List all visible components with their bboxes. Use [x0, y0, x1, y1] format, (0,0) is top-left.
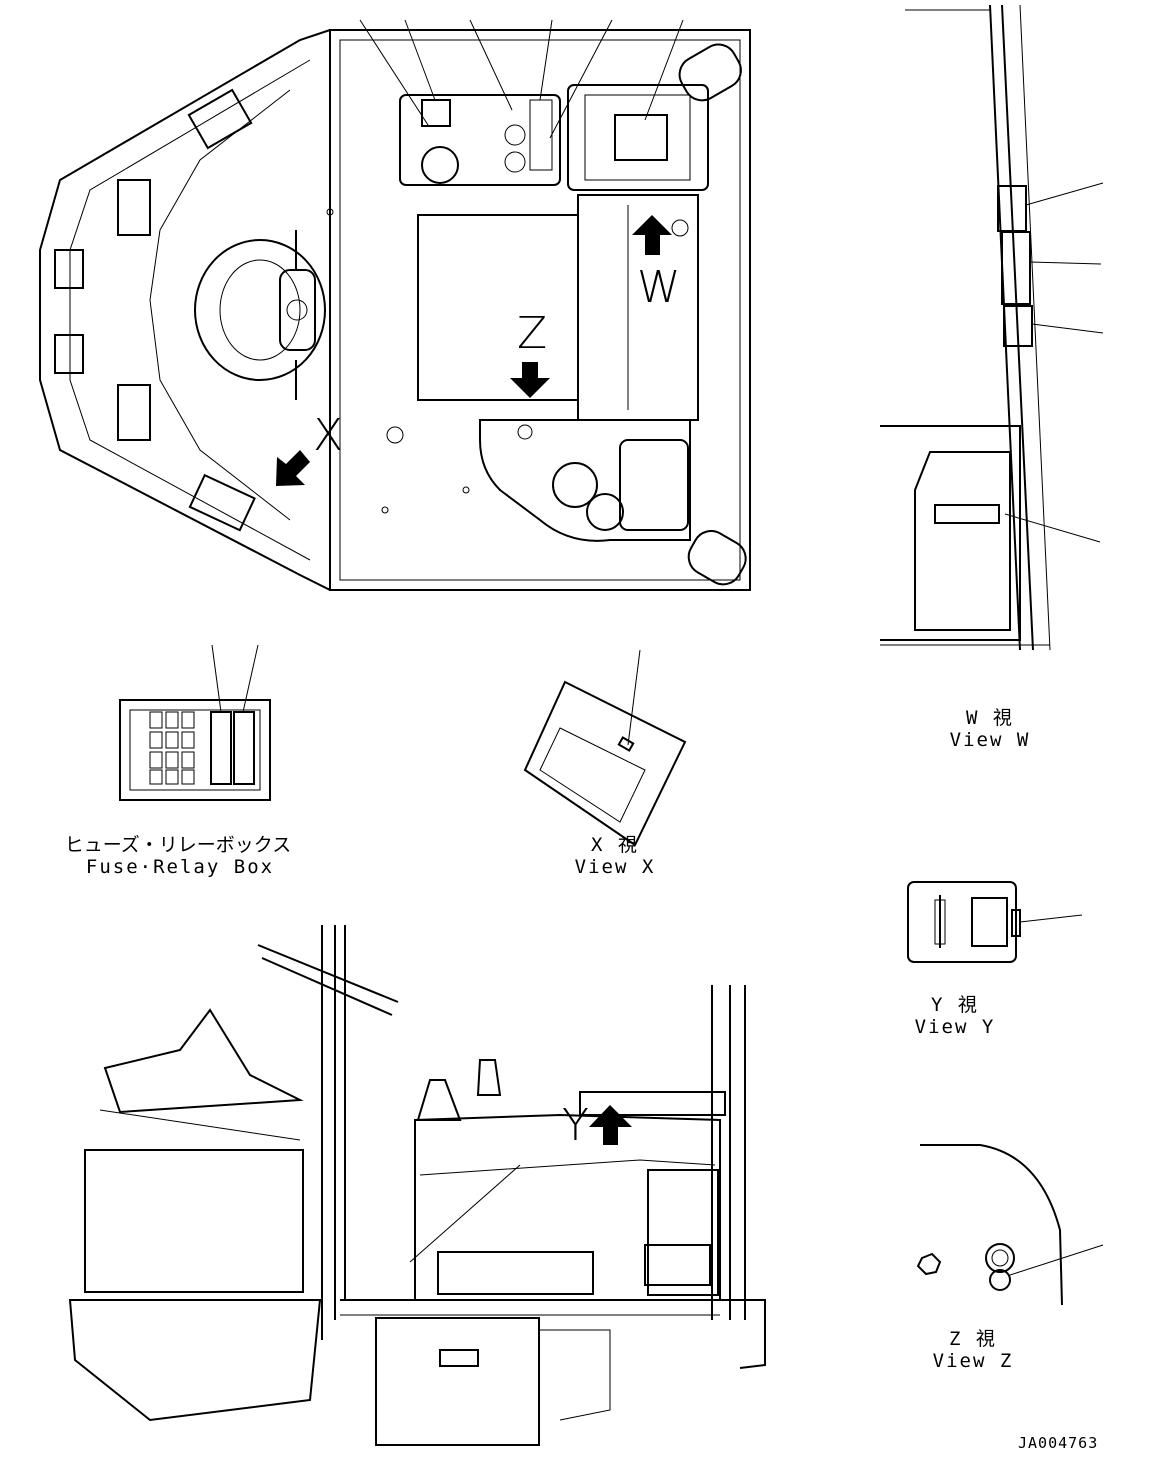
view-w-drawing	[880, 4, 1104, 651]
arrow-x-icon	[276, 450, 310, 486]
cab-top-view	[39, 19, 751, 591]
view-w-caption-jp: W 視	[966, 707, 1014, 729]
view-x-caption-en: View X	[574, 856, 656, 878]
arrow-w-label: W	[637, 262, 681, 313]
view-y-caption-jp: Y 視	[931, 994, 979, 1016]
drawing-code: JA004763	[1018, 1434, 1099, 1452]
fuse-relay-box-drawing	[119, 644, 271, 801]
cab-side-view	[68, 925, 766, 1446]
arrow-z-icon	[510, 362, 550, 398]
arrow-y-label: Y	[562, 1100, 589, 1151]
view-y-caption-en: View Y	[914, 1016, 996, 1038]
view-z-drawing	[916, 1144, 1104, 1306]
view-w-caption-en: View W	[949, 729, 1031, 751]
view-z-caption-en: View Z	[932, 1350, 1014, 1372]
arrow-y-icon	[589, 1105, 632, 1145]
fuse-box-caption-jp: ヒューズ・リレーボックス	[64, 834, 292, 856]
view-y-drawing	[907, 881, 1083, 963]
arrow-w-icon	[632, 215, 672, 255]
view-z-caption-jp: Z 視	[949, 1328, 997, 1350]
view-x-caption-jp: X 視	[591, 834, 639, 856]
fuse-box-caption-en: Fuse·Relay Box	[85, 856, 275, 878]
view-x-drawing	[523, 649, 687, 847]
arrow-z-label: Z	[517, 308, 548, 359]
arrow-x-label: X	[313, 410, 344, 461]
